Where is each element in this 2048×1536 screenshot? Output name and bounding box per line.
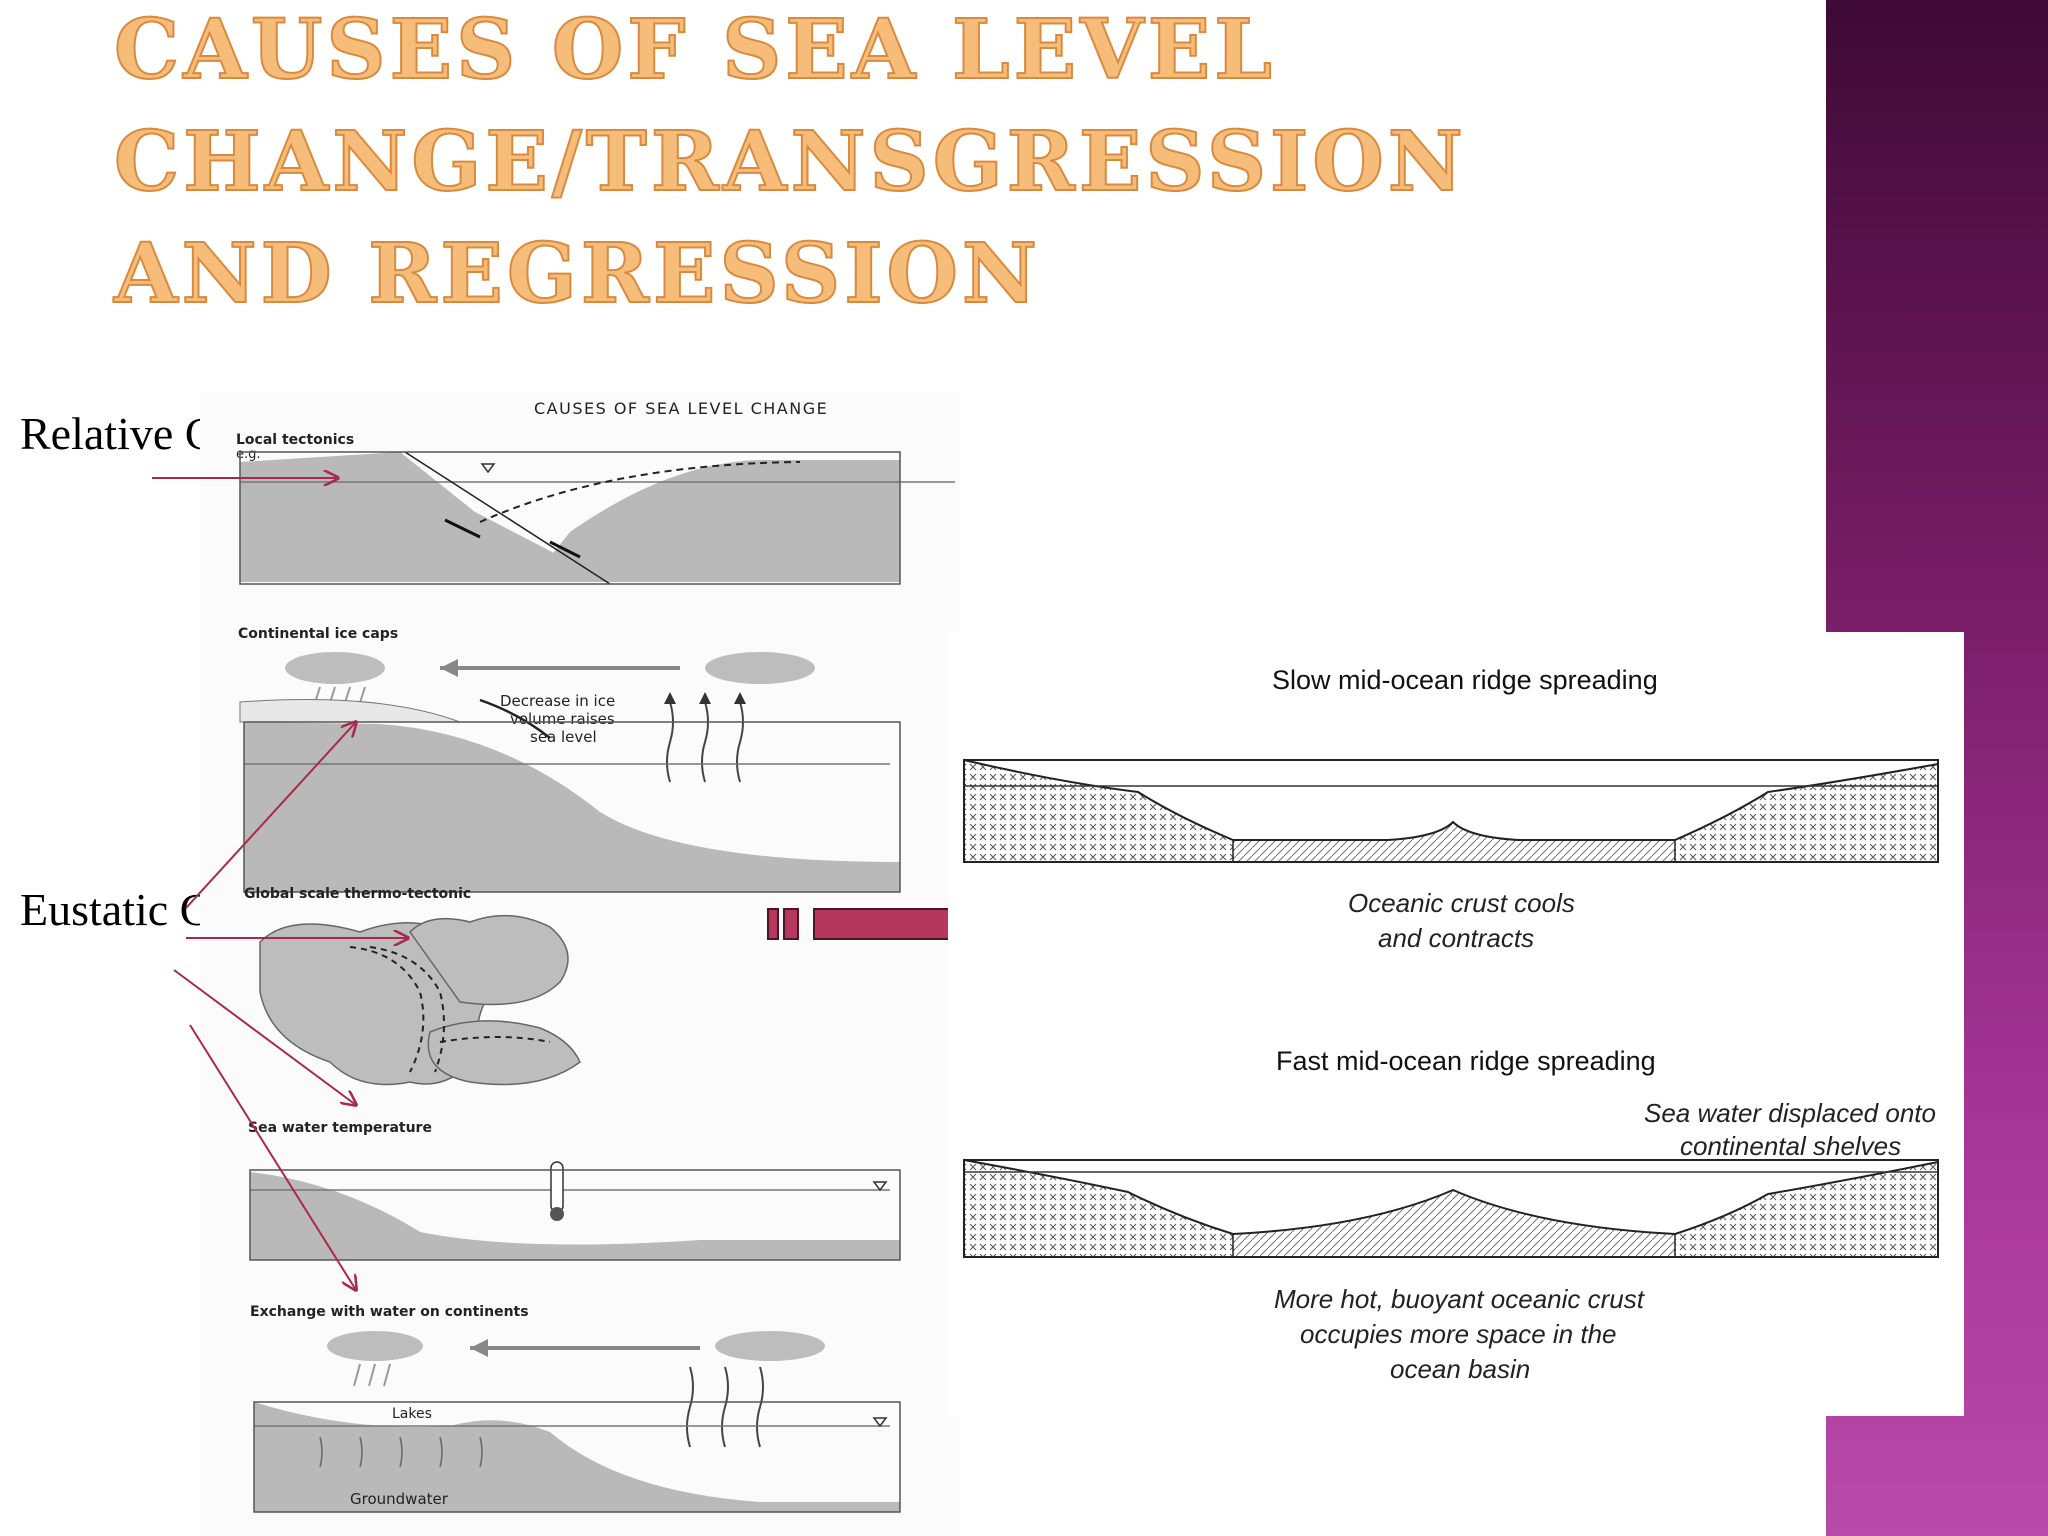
fast-caption-line-2: occupies more space in the (1300, 1319, 1617, 1349)
fast-caption-line-3: ocean basin (1390, 1354, 1530, 1384)
causes-figure-header: CAUSES OF SEA LEVEL CHANGE (534, 399, 828, 418)
fast-spreading-diagram (963, 1159, 1939, 1258)
thermo-tectonic-panel: Global scale thermo-tectonic (244, 886, 581, 1086)
slow-caption-line-2: and contracts (1378, 923, 1534, 953)
local-tectonics-label: Local tectonics (236, 432, 354, 448)
slow-spreading-title: Slow mid-ocean ridge spreading (1272, 665, 1658, 695)
exchange-panel: Exchange with water on continents Lakes … (250, 1304, 901, 1513)
thermo-tectonic-label: Global scale thermo-tectonic (244, 886, 471, 902)
ice-caps-panel: Continental ice caps Decrease in ice vol… (238, 626, 901, 893)
local-tectonics-eg: e.g. (236, 447, 261, 462)
fast-note-line-2: continental shelves (1680, 1131, 1901, 1161)
sea-temperature-panel: Sea water temperature (248, 1120, 901, 1261)
causes-figure: CAUSES OF SEA LEVEL CHANGE Local tectoni… (200, 392, 960, 1536)
groundwater-label: Groundwater (350, 1490, 449, 1508)
ice-note-2: volume raises (510, 710, 615, 728)
fast-note-line-1: Sea water displaced onto (1644, 1098, 1936, 1128)
slide-title: CAUSES OF SEA LEVEL CHANGE/TRANSGRESSION… (113, 1, 1467, 323)
lakes-label: Lakes (392, 1406, 432, 1422)
ice-note-1: Decrease in ice (500, 692, 615, 710)
exchange-label: Exchange with water on continents (250, 1304, 529, 1320)
ridge-spreading-figure: Slow mid-ocean ridge spreading Oceanic c… (948, 632, 1964, 1416)
slow-caption-line-1: Oceanic crust cools (1348, 888, 1575, 918)
ice-note-3: sea level (530, 728, 597, 746)
fast-spreading-title: Fast mid-ocean ridge spreading (1276, 1046, 1656, 1076)
slow-spreading-diagram (963, 759, 1939, 863)
sea-temperature-label: Sea water temperature (248, 1120, 432, 1136)
ice-caps-label: Continental ice caps (238, 626, 398, 642)
fast-caption-line-1: More hot, buoyant oceanic crust (1274, 1284, 1646, 1314)
